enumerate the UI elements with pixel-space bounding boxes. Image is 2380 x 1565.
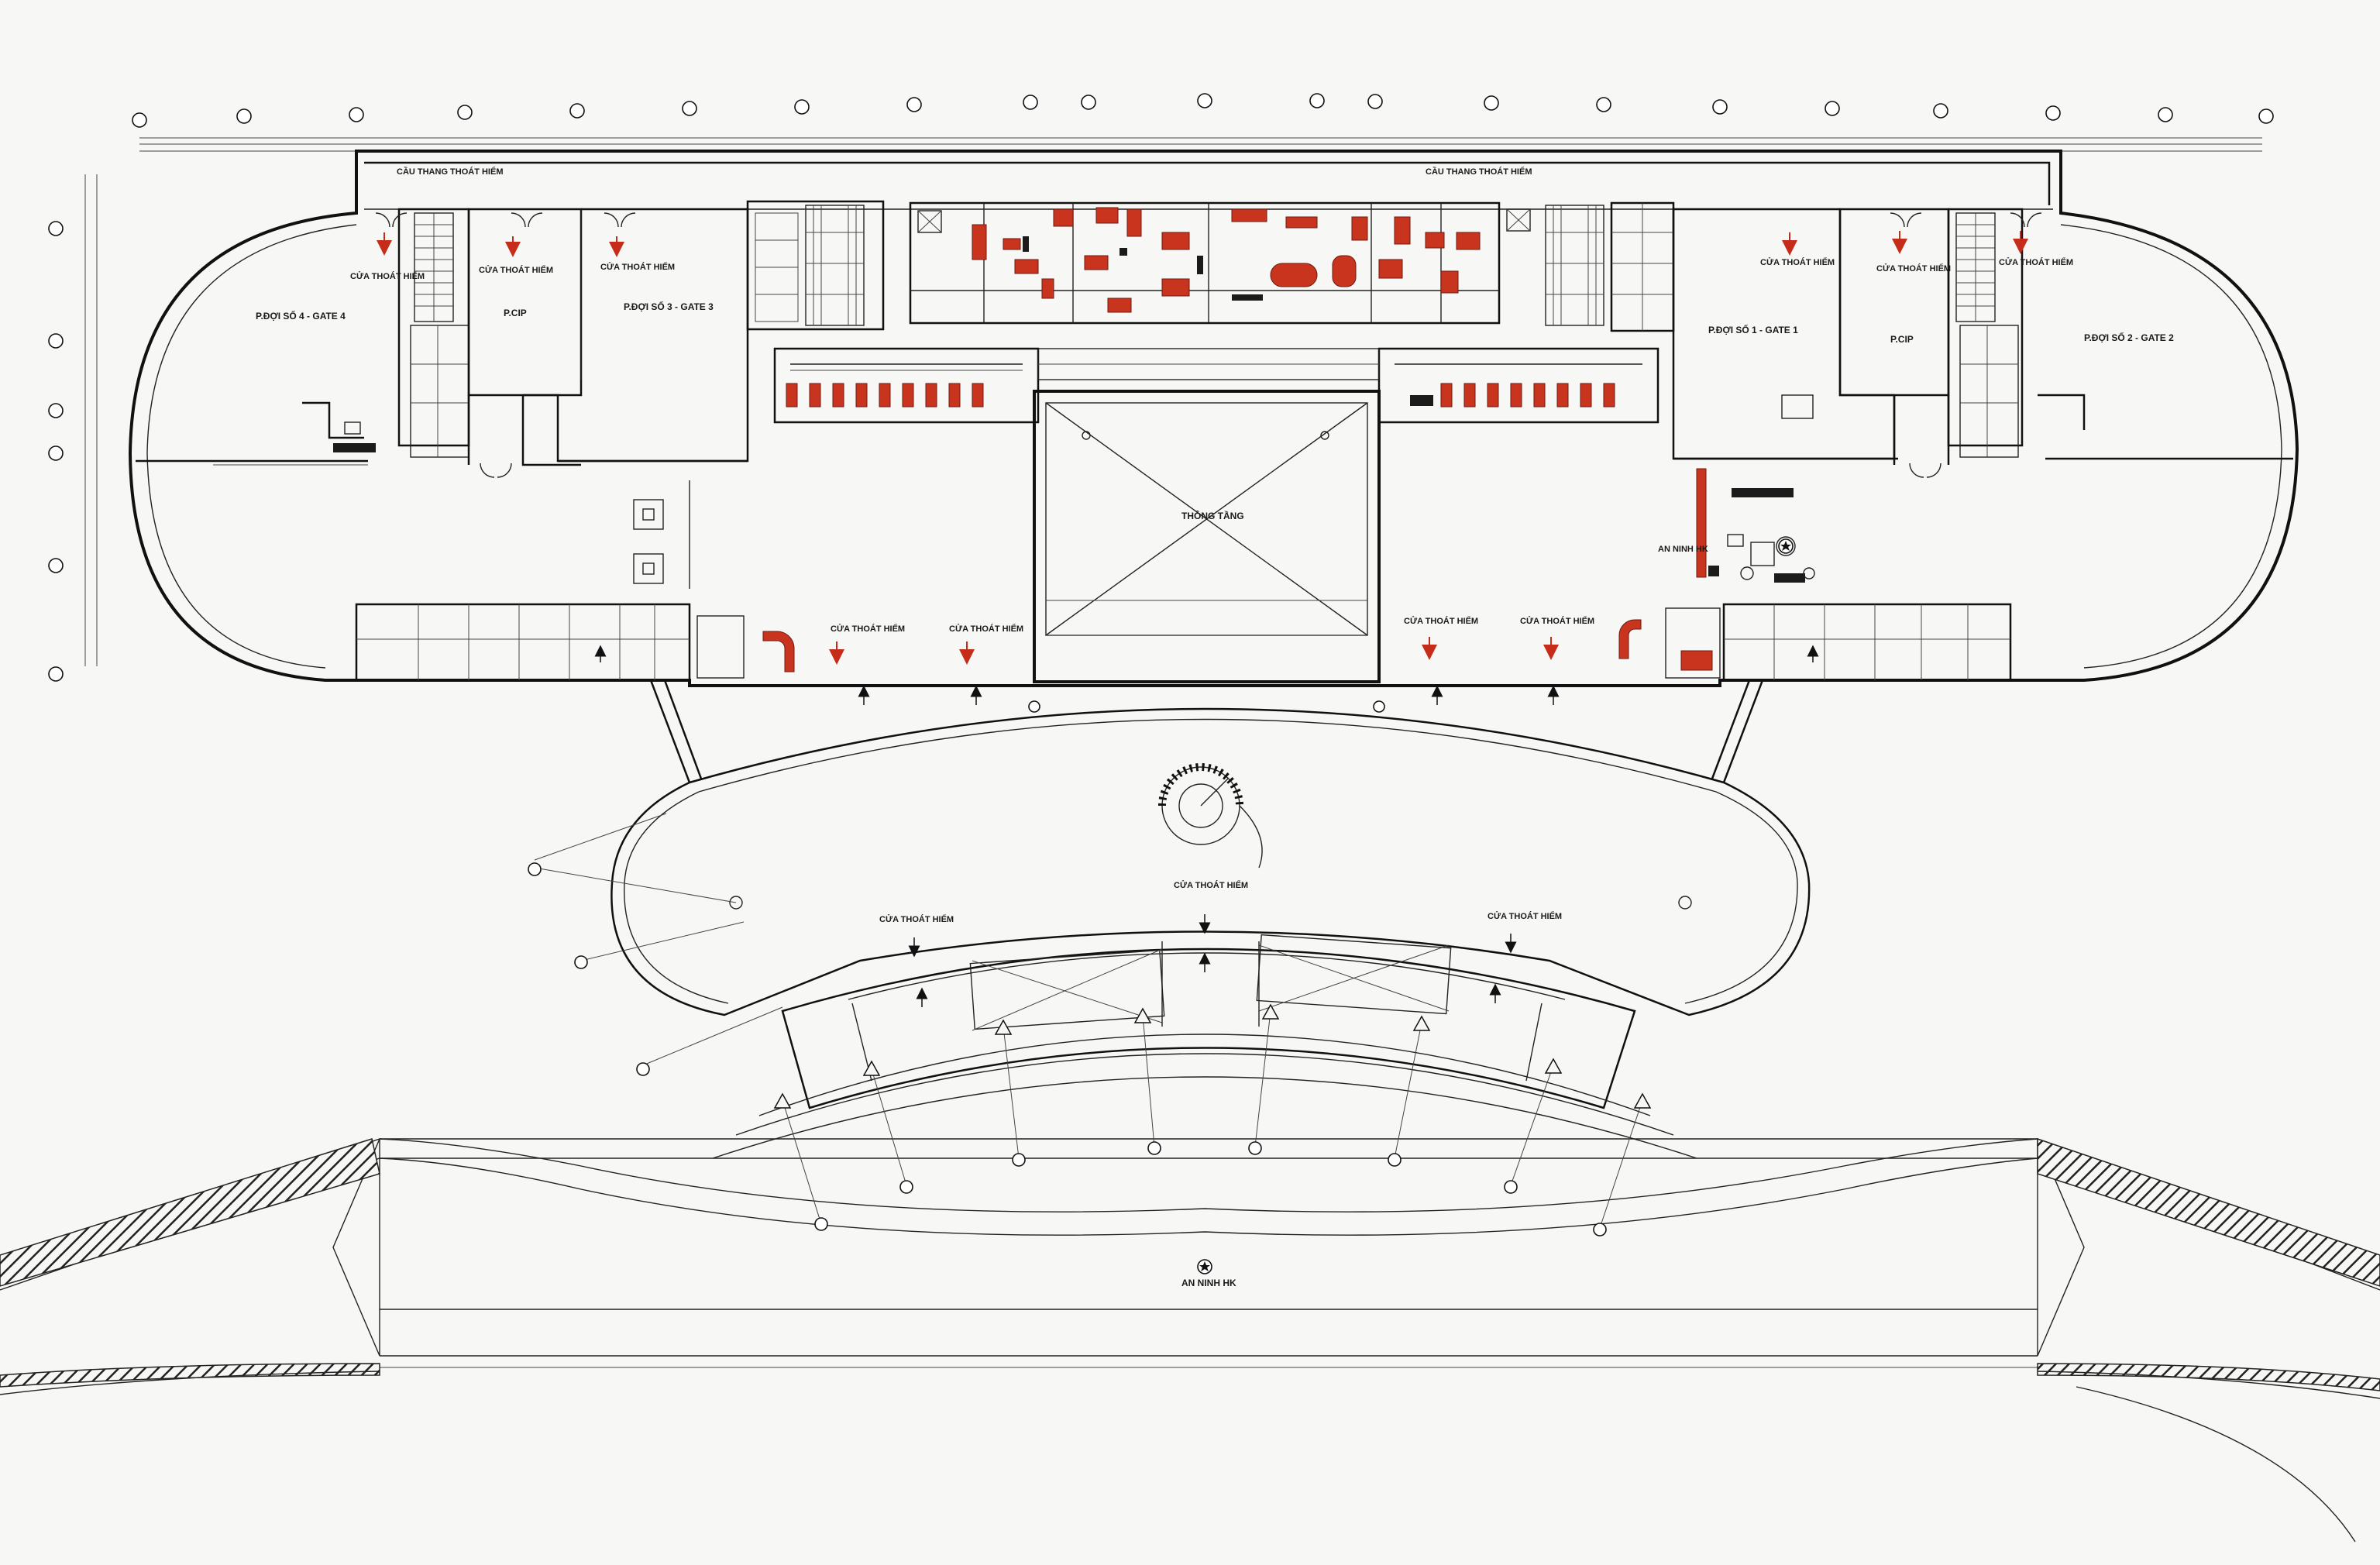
center-offices (746, 200, 1675, 332)
svg-text:CỬA THOÁT HIỂM: CỬA THOÁT HIỂM (479, 265, 553, 275)
right-wing (1618, 208, 2086, 682)
departure-hall (610, 679, 1811, 1016)
stair-left-label: CẦU THANG THOÁT HIỂM (397, 167, 504, 177)
cip-left-label: P.CIP (504, 308, 527, 318)
svg-text:CỬA THOÁT HIỂM: CỬA THOÁT HIỂM (1520, 616, 1594, 626)
void-label: THÔNG TẦNG (1181, 510, 1244, 521)
main-building (128, 150, 2299, 687)
security-lower-label: AN NINH HK (1181, 1278, 1236, 1288)
security-upper-label: AN NINH HK (1658, 545, 1708, 554)
exit-arrows-red (377, 231, 2028, 665)
central-void (1028, 390, 1385, 713)
security-area-upper (1696, 468, 1815, 583)
stair-right-label: CẦU THANG THOÁT HIỂM (1426, 167, 1532, 177)
flow-arrows (594, 645, 1819, 1007)
road (0, 538, 2380, 1543)
spiral-stair (1158, 763, 1263, 868)
svg-text:CỬA THOÁT HIỂM: CỬA THOÁT HIỂM (350, 271, 425, 281)
svg-text:CỬA THOÁT HIỂM: CỬA THOÁT HIỂM (1876, 263, 1951, 273)
gate4-label: P.ĐỢI SỐ 4 - GATE 4 (256, 310, 346, 322)
grid-bubbles-top (132, 93, 2274, 128)
gate2-label: P.ĐỢI SỐ 2 - GATE 2 (2084, 332, 2174, 343)
cip-right-label: P.CIP (1890, 334, 1914, 345)
left-wing (213, 208, 749, 682)
svg-text:CỬA THOÁT HIỂM: CỬA THOÁT HIỂM (949, 624, 1023, 634)
svg-text:CỬA THOÁT HIỂM: CỬA THOÁT HIỂM (879, 914, 954, 924)
curbside-front (781, 934, 1636, 1109)
grid-bubbles-left (48, 174, 98, 682)
shops (773, 347, 1659, 424)
svg-text:CỬA THOÁT HIỂM: CỬA THOÁT HIỂM (1488, 911, 1562, 921)
svg-text:CỬA THOÁT HIỂM: CỬA THOÁT HIỂM (600, 262, 675, 272)
svg-text:CỬA THOÁT HIỂM: CỬA THOÁT HIỂM (1999, 257, 2073, 267)
star-icon (1778, 538, 1794, 554)
star-icon (1197, 1259, 1212, 1274)
gate1-label: P.ĐỢI SỐ 1 - GATE 1 (1708, 324, 1798, 335)
exit-labels: CỬA THOÁT HIỂM CỬA THOÁT HIỂM CỬA THOÁT … (350, 257, 2073, 924)
top-grid-axis (48, 93, 2274, 682)
gate3-label: P.ĐỢI SỐ 3 - GATE 3 (624, 301, 714, 312)
svg-text:CỬA THOÁT HIỂM: CỬA THOÁT HIỂM (1174, 880, 1248, 890)
svg-text:CỬA THOÁT HIỂM: CỬA THOÁT HIỂM (1760, 257, 1835, 267)
office-furniture (972, 207, 1481, 313)
svg-text:CỬA THOÁT HIỂM: CỬA THOÁT HIỂM (1404, 616, 1478, 626)
svg-text:CỬA THOÁT HIỂM: CỬA THOÁT HIỂM (831, 624, 905, 634)
